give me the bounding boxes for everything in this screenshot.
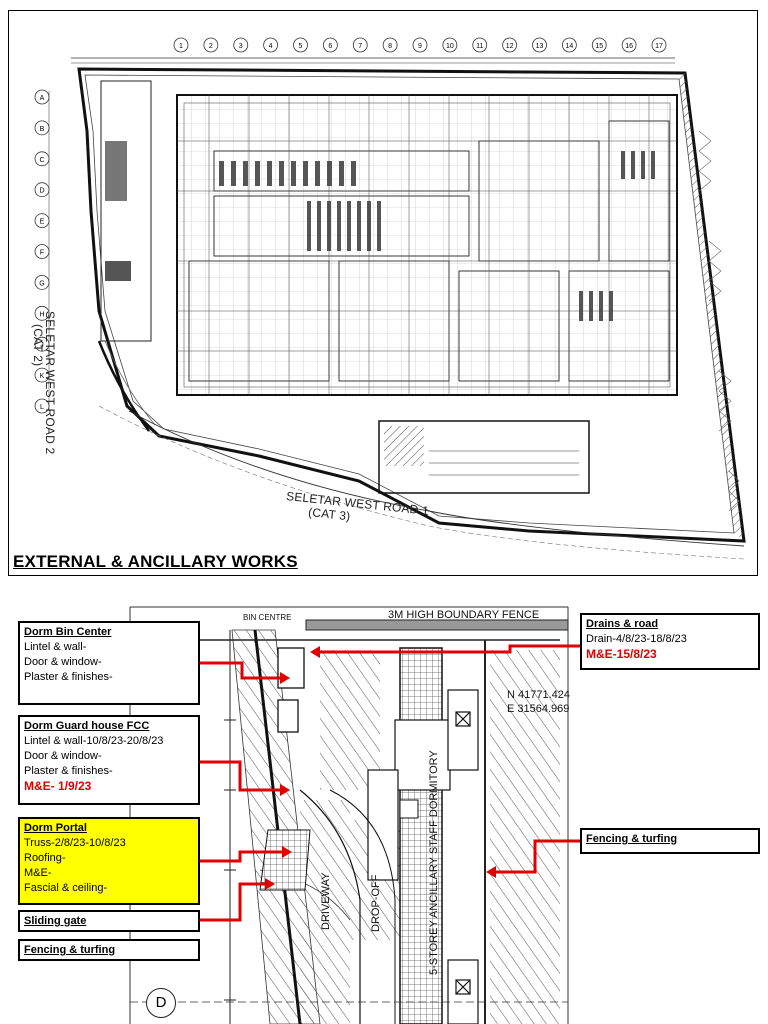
callout-line: Drain-4/8/23-18/8/23 — [586, 633, 687, 645]
svg-text:A: A — [40, 95, 45, 102]
callout-me-date: M&E- 1/9/23 — [24, 779, 92, 793]
svg-text:8: 8 — [388, 43, 392, 50]
east-coordinate: E 31564.969 — [507, 703, 570, 715]
driveway-label: DRIVEWAY — [320, 872, 332, 930]
grid-row-bubble: D — [34, 182, 50, 198]
svg-text:K: K — [40, 373, 45, 380]
svg-text:3: 3 — [239, 43, 243, 50]
grid-column-bubble: 7 — [352, 37, 368, 53]
bin-centre-label: BIN CENTRE — [243, 613, 292, 622]
page-title: EXTERNAL & ANCILLARY WORKS — [13, 552, 298, 571]
svg-text:11: 11 — [476, 43, 483, 50]
grid-row-bubble: F — [34, 244, 50, 259]
svg-text:H: H — [39, 311, 44, 318]
svg-text:E: E — [40, 219, 45, 226]
svg-text:B: B — [40, 126, 45, 133]
road-label-seletar-west-road-2: SELETAR WEST ROAD 2 — [43, 311, 57, 455]
svg-text:L: L — [40, 404, 44, 411]
svg-text:10: 10 — [446, 43, 454, 50]
grid-row-bubble: C — [34, 151, 50, 167]
callout-fencing-turfing-right: Fencing & turfing — [580, 828, 760, 854]
svg-text:2: 2 — [209, 43, 213, 50]
grid-column-bubble: 10 — [442, 37, 458, 53]
svg-text:15: 15 — [595, 43, 603, 50]
callout-line: Roofing- — [24, 852, 66, 864]
grid-row-bubble: J — [34, 336, 50, 352]
svg-text:12: 12 — [506, 43, 514, 50]
grid-row-bubble: A — [34, 89, 50, 105]
dropoff-label: DROP-OFF — [370, 874, 382, 932]
dormitory-label: 5-STOREY ANCILLARY STAFF DORMITORY — [428, 750, 440, 975]
grid-column-bubble: 14 — [561, 37, 577, 53]
grid-row-bubble: K — [34, 367, 50, 383]
callout-line: M&E- — [24, 867, 52, 879]
callout-line: Plaster & finishes- — [24, 765, 113, 777]
grid-column-bubble: 13 — [532, 37, 547, 53]
callout-line: Plaster & finishes- — [24, 671, 113, 683]
callout-drains-road: Drains & road Drain-4/8/23-18/8/23 M&E-1… — [580, 613, 760, 670]
grid-row-markers: A B C D E F G H J K L — [34, 89, 50, 414]
svg-text:5: 5 — [299, 43, 303, 50]
grid-column-bubble: 3 — [233, 37, 249, 53]
callout-line: Fascial & ceiling- — [24, 882, 108, 894]
svg-text:G: G — [39, 280, 44, 287]
svg-text:D: D — [39, 188, 44, 195]
svg-text:C: C — [39, 157, 44, 164]
grid-column-bubble: 4 — [263, 37, 279, 53]
svg-text:J: J — [40, 342, 44, 349]
dorm-detail-drawing — [129, 606, 580, 1024]
grid-column-bubble: 16 — [621, 37, 637, 53]
grid-row-bubble: G — [34, 274, 50, 290]
callout-heading: Drains & road — [586, 618, 659, 630]
callout-dorm-guard-house: Dorm Guard house FCC Lintel & wall-10/8/… — [18, 715, 200, 805]
grid-column-bubble: 12 — [502, 37, 518, 53]
grid-column-bubble: 15 — [591, 37, 607, 53]
grid-column-bubble: 5 — [293, 37, 308, 53]
callout-line: Door & window- — [24, 656, 102, 668]
svg-text:1: 1 — [179, 43, 183, 50]
grid-column-bubble: 8 — [382, 37, 398, 53]
grid-column-bubble: 1 — [173, 37, 189, 53]
svg-text:6: 6 — [328, 43, 332, 50]
grid-column-bubble: 9 — [412, 37, 428, 53]
callout-dorm-portal: Dorm Portal Truss-2/8/23-10/8/23 Roofing… — [18, 817, 200, 905]
grid-column-bubble: 2 — [203, 37, 219, 53]
north-coordinate: N 41771.424 — [507, 689, 570, 701]
road-category-west: (CAT 2) — [31, 324, 45, 367]
callout-line: Door & window- — [24, 750, 102, 762]
grid-row-bubble: B — [34, 120, 50, 136]
callout-heading: Dorm Guard house FCC — [24, 720, 150, 732]
callout-line: Lintel & wall- — [24, 641, 87, 653]
grid-column-bubble: 11 — [472, 37, 488, 53]
callout-sliding-gate: Sliding gate — [18, 910, 200, 932]
svg-text:16: 16 — [625, 43, 633, 50]
grid-marker-d: D — [146, 988, 176, 1018]
callout-heading: Fencing & turfing — [586, 833, 678, 845]
callout-heading: Dorm Bin Center — [24, 626, 112, 638]
grid-row-bubble: L — [34, 398, 50, 414]
boundary-fence-label: 3M HIGH BOUNDARY FENCE — [388, 609, 540, 621]
svg-text:17: 17 — [655, 43, 663, 50]
svg-text:9: 9 — [418, 43, 422, 50]
callout-dorm-bin-center: Dorm Bin Center Lintel & wall- Door & wi… — [18, 621, 200, 705]
svg-text:14: 14 — [565, 43, 573, 50]
callout-me-date: M&E-15/8/23 — [586, 647, 657, 661]
grid-row-bubble: E — [34, 213, 50, 229]
svg-text:F: F — [40, 250, 44, 257]
callout-heading: Dorm Portal — [24, 822, 87, 834]
svg-text:13: 13 — [536, 43, 544, 50]
svg-text:7: 7 — [358, 43, 362, 50]
grid-column-bubble: 6 — [322, 37, 338, 53]
grid-row-bubble: H — [34, 305, 50, 321]
grid-column-bubble: 17 — [651, 37, 667, 53]
callout-line: Lintel & wall-10/8/23-20/8/23 — [24, 735, 164, 747]
callout-heading: Sliding gate — [24, 915, 87, 927]
callout-heading: Fencing & turfing — [24, 944, 116, 956]
callout-fencing-turfing-left: Fencing & turfing — [18, 939, 200, 961]
callout-line: Truss-2/8/23-10/8/23 — [24, 837, 126, 849]
svg-text:4: 4 — [269, 43, 273, 50]
